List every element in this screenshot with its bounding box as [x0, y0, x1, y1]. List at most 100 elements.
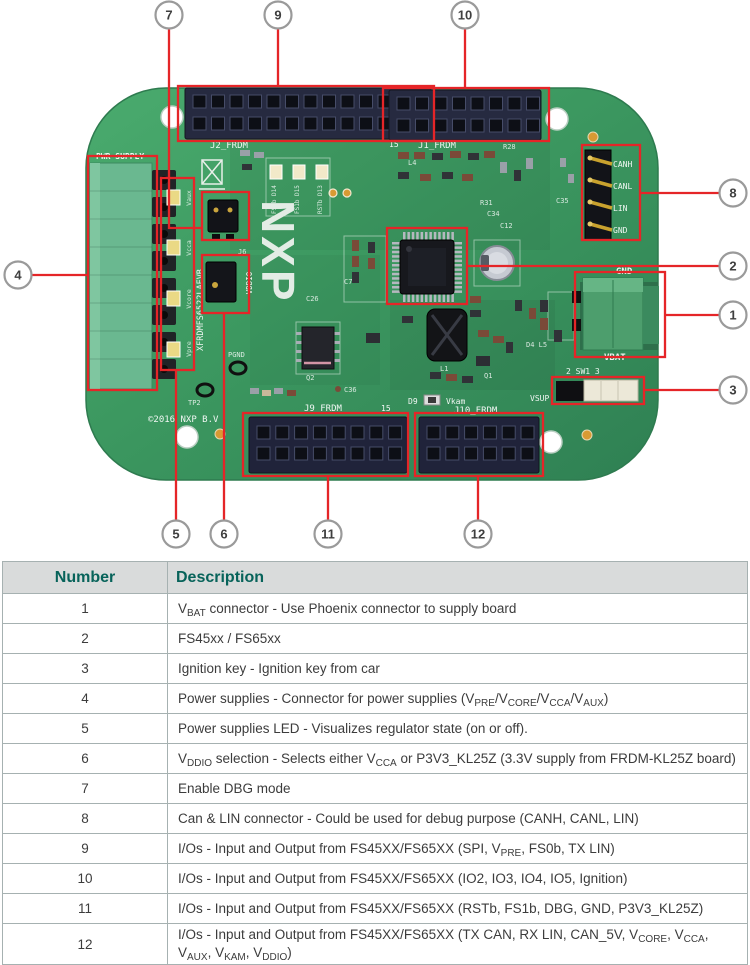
callout-11: 11 [313, 519, 343, 549]
pin-hole [425, 232, 428, 240]
mounting-hole [160, 105, 184, 129]
pin-hole [211, 94, 225, 109]
pin-hole [312, 425, 327, 440]
pin-hole [350, 446, 365, 461]
pin-hole [296, 359, 302, 362]
silk-l4: L4 [408, 159, 416, 167]
silk-j2: J2_FRDM [210, 141, 249, 151]
pin-hole [438, 294, 441, 302]
svg-text:2: 2 [729, 259, 736, 274]
pin-hole [396, 118, 411, 133]
pin-hole [359, 116, 373, 131]
silk-vcore: Vcore [185, 289, 193, 309]
pin-hole [501, 446, 516, 461]
pin-hole [520, 446, 535, 461]
debug-leds: FS0b D14 FS1b D15 RSTb D13 [269, 164, 329, 214]
pin-hole [392, 272, 400, 276]
pin-hole [392, 255, 400, 258]
pin-hole [442, 232, 446, 240]
silk-l1: L1 [440, 365, 448, 373]
svg-text:6: 6 [220, 527, 227, 542]
callout-7: 7 [154, 0, 184, 30]
silk-j6: J6 [238, 248, 246, 256]
svg-text:7: 7 [165, 8, 172, 23]
led [315, 164, 329, 180]
annotation-overlay [31, 28, 719, 520]
pin-hole [451, 294, 454, 302]
pin-hole [275, 446, 290, 461]
silk-q1: Q1 [484, 372, 492, 380]
soic-chip [296, 326, 340, 370]
silk-r28: R28 [503, 143, 516, 151]
silk-c26: C26 [306, 295, 319, 303]
can-lin-header: CANH CANL LIN GND [584, 149, 632, 241]
pin-hole [392, 259, 400, 263]
test-via [581, 429, 593, 441]
pin-hole [392, 277, 400, 280]
pin-hole [256, 446, 271, 461]
pin-hole [392, 250, 400, 254]
row-description: Enable DBG mode [167, 773, 748, 804]
led [269, 164, 283, 180]
silk-j10: J10_FRDM [454, 406, 498, 416]
row-description: VDDIO selection - Selects either VCCA or… [167, 743, 748, 774]
callout-12: 12 [463, 519, 493, 549]
pin-hole [285, 94, 299, 109]
pin-hole [420, 294, 424, 302]
row-number: 5 [2, 713, 168, 744]
row-number: 8 [2, 803, 168, 834]
pin-hole [322, 94, 336, 109]
pin-hole [403, 232, 406, 240]
pin-hole [433, 232, 437, 240]
pin-hole [266, 116, 281, 131]
pin-hole [520, 425, 535, 440]
svg-text:10: 10 [458, 8, 472, 23]
pin-hole [211, 116, 225, 131]
pin-hole [392, 290, 400, 293]
silk-c35: C35 [556, 197, 569, 205]
pin-hole [454, 242, 462, 245]
pin-hole [340, 94, 355, 109]
pin-hole [322, 116, 336, 131]
row-description: Ignition key - Ignition key from car [167, 653, 748, 684]
silk-c7: C7 [344, 278, 352, 286]
pin-hole [507, 96, 522, 111]
row-number: 4 [2, 683, 168, 714]
pin-hole [392, 242, 400, 245]
pin-hole [526, 96, 540, 111]
callout-8: 8 [718, 178, 748, 208]
pin-hole [433, 294, 437, 302]
silk-c36: C36 [344, 386, 357, 394]
pin-hole [433, 96, 448, 111]
row-number: 12 [2, 923, 168, 965]
silk-vsup: VSUP [530, 394, 549, 403]
svg-text:3: 3 [729, 383, 736, 398]
led [292, 164, 306, 180]
pin-hole [303, 94, 318, 109]
pin-hole [388, 425, 403, 440]
dbg-jumper [207, 199, 239, 241]
pin-hole [425, 294, 428, 302]
pin-hole [454, 268, 462, 271]
callout-9: 9 [263, 0, 293, 30]
pin-hole [415, 96, 429, 111]
pin-hole [452, 96, 466, 111]
row-description: Power supplies LED - Visualizes regulato… [167, 713, 748, 744]
pin-hole [369, 425, 384, 440]
pin-hole [433, 118, 448, 133]
pin-hole [340, 116, 355, 131]
callout-1: 1 [718, 300, 748, 330]
pin-hole [454, 255, 462, 258]
pin-hole [454, 286, 462, 289]
pin-hole [411, 294, 415, 302]
pin-hole [294, 425, 309, 440]
silk-vkam: Vkam [446, 397, 465, 406]
silk-gnd-can: GND [613, 226, 628, 235]
